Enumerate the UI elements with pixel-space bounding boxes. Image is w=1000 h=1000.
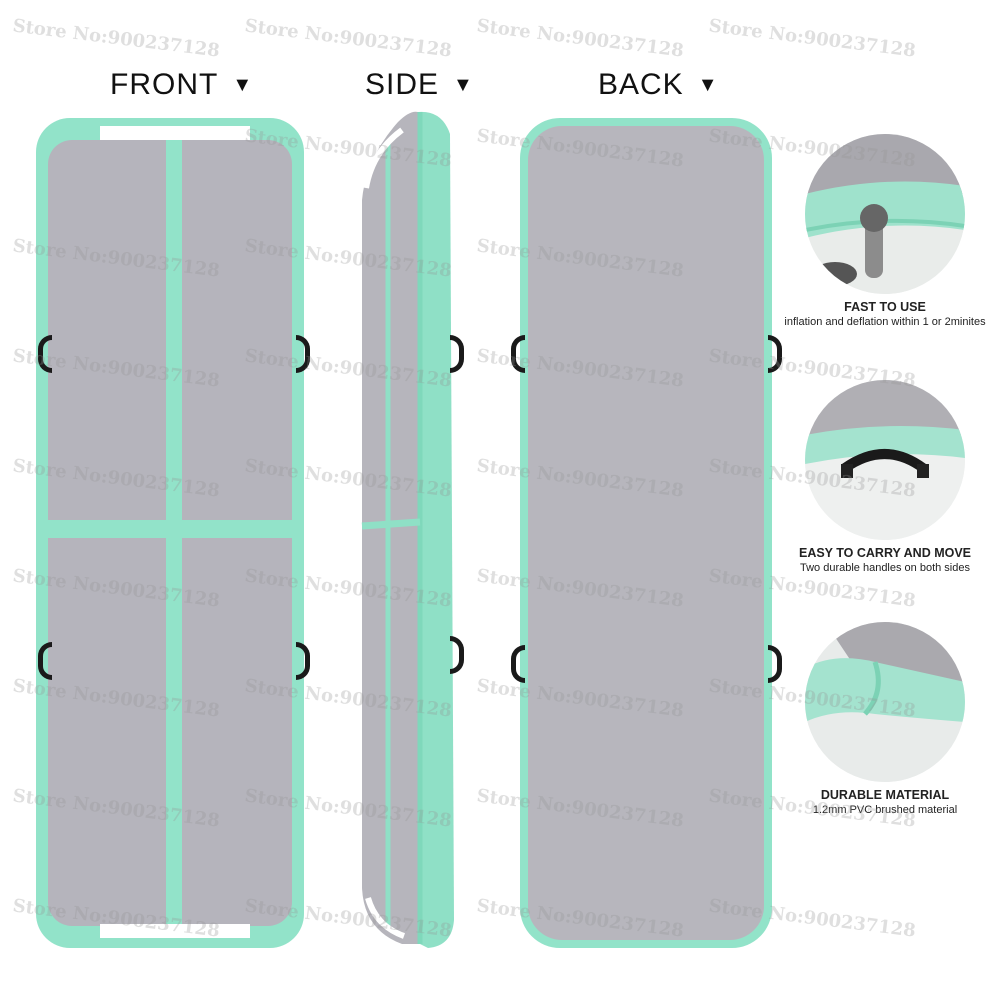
front-view-label: FRONT ▼: [110, 68, 253, 108]
mat-panel: [528, 126, 764, 940]
feature-title: EASY TO CARRY AND MOVE: [798, 546, 972, 560]
mat-handle-icon: [450, 636, 464, 674]
front-label-text: FRONT: [110, 68, 219, 101]
back-mat-image: [520, 118, 772, 948]
feature-description: 1.2mm PVC brushed material: [812, 804, 958, 816]
mat-handle-icon: [296, 335, 310, 373]
mat-handle-icon: [511, 335, 525, 373]
watermark-text: Store No:900237128: [11, 15, 221, 62]
mat-highlight: [100, 126, 250, 140]
down-arrow-icon: ▼: [453, 74, 474, 96]
front-mat-image: [36, 118, 304, 948]
back-label-text: BACK: [598, 68, 684, 101]
valve-icon: [805, 134, 965, 294]
feature-title: DURABLE MATERIAL: [820, 788, 950, 802]
mat-panel: [48, 140, 166, 520]
feature-description: Two durable handles on both sides: [799, 562, 970, 574]
mat-handle-icon: [768, 335, 782, 373]
feature-durable-material: DURABLE MATERIAL 1.2mm PVC brushed mater…: [770, 622, 1000, 816]
handle-icon: [805, 380, 965, 540]
side-mat-drawing: [361, 111, 454, 949]
feature-easy-to-carry: EASY TO CARRY AND MOVE Two durable handl…: [770, 380, 1000, 574]
down-arrow-icon: ▼: [697, 74, 719, 96]
watermark-text: Store No:900237128: [475, 15, 685, 62]
side-label-text: SIDE: [365, 68, 440, 101]
down-arrow-icon: ▼: [232, 74, 254, 96]
mat-handle-icon: [38, 642, 52, 680]
material-icon: [805, 622, 965, 782]
feature-title: FAST TO USE: [844, 300, 926, 314]
feature-fast-to-use: FAST TO USE inflation and deflation with…: [770, 134, 1000, 328]
back-view-label: BACK ▼: [598, 68, 719, 108]
mat-panel: [48, 538, 166, 926]
mat-handle-icon: [511, 645, 525, 683]
side-mat-image: [358, 108, 458, 950]
mat-panel: [182, 140, 292, 520]
mat-handle-icon: [450, 335, 464, 373]
mat-highlight: [100, 924, 250, 938]
mat-handle-icon: [768, 645, 782, 683]
mat-handle-icon: [38, 335, 52, 373]
watermark-text: Store No:900237128: [707, 15, 917, 62]
mat-panel: [182, 538, 292, 926]
mat-handle-icon: [296, 642, 310, 680]
side-view-label: SIDE ▼: [365, 68, 474, 108]
feature-description: inflation and deflation within 1 or 2min…: [784, 316, 986, 328]
watermark-text: Store No:900237128: [243, 15, 453, 62]
